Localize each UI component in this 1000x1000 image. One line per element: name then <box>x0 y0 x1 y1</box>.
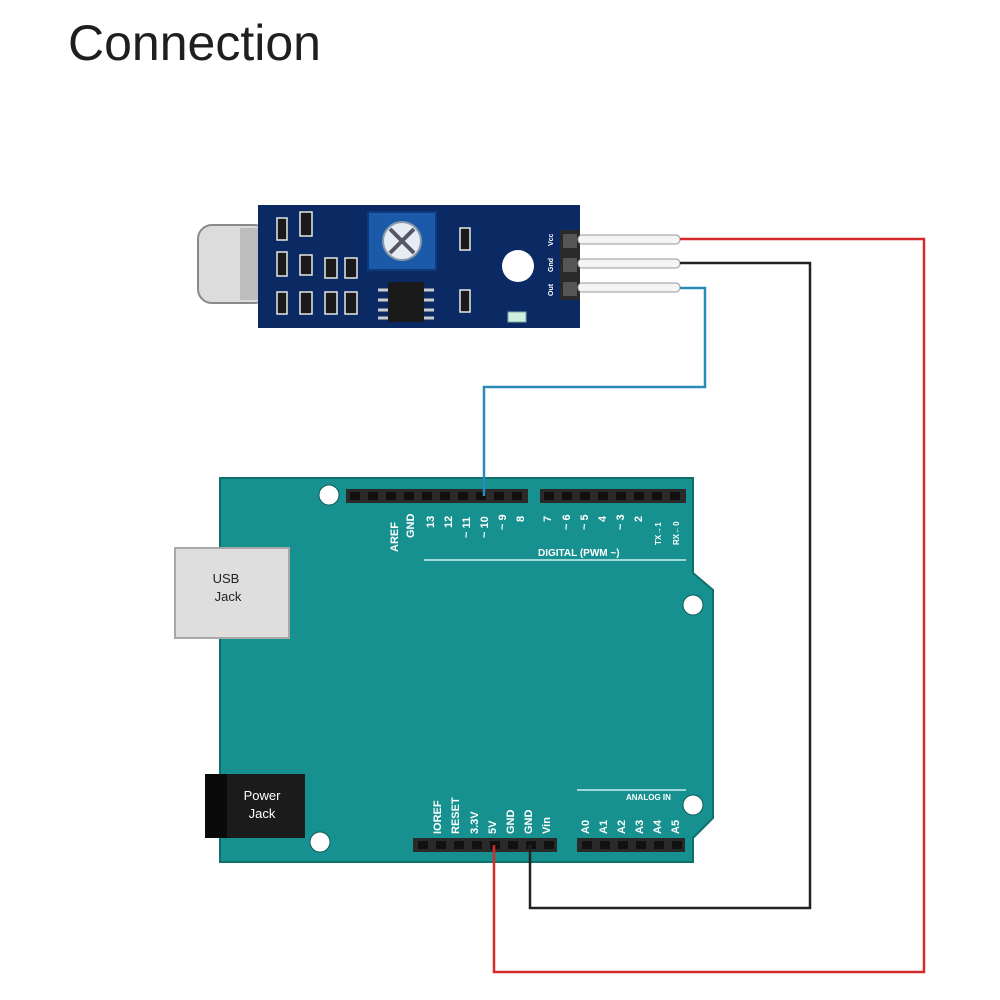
diagram-title: Connection <box>68 15 321 71</box>
pin-label-gnd-digital: GND <box>405 514 417 539</box>
pin-label-a4: A4 <box>652 819 664 834</box>
pin-label-4: 4 <box>597 515 609 522</box>
mounting-hole <box>318 484 340 506</box>
power-jack-label-2: Jack <box>249 806 276 821</box>
pin-label-a5: A5 <box>670 820 682 834</box>
sensor-pin-legs <box>577 234 681 293</box>
header-pin-hole <box>508 841 518 849</box>
header-pin-hole <box>598 492 608 500</box>
pin-label-6: ~ 6 <box>561 514 573 530</box>
pin-label-vcc: Vcc <box>548 233 555 246</box>
status-led <box>507 311 527 323</box>
header-pin-hole <box>418 841 428 849</box>
pin-label-gnd: Gnd <box>548 258 555 272</box>
header-pin-hole <box>458 492 468 500</box>
header-pin-hole <box>600 841 610 849</box>
pin-label-13: 13 <box>425 516 437 528</box>
header-pin-hole <box>636 841 646 849</box>
smd-components <box>276 211 471 315</box>
sensor-pin-header <box>560 230 580 300</box>
digital-section-label: DIGITAL (PWM ~) <box>538 548 620 559</box>
analog-pin-labels: A0 A1 A2 A3 A4 A5 <box>580 819 682 834</box>
header-pin-hole <box>440 492 450 500</box>
pin-label-a1: A1 <box>598 820 610 834</box>
header-pin-hole <box>580 492 590 500</box>
ic-chip <box>378 282 434 322</box>
pin-label-a3: A3 <box>634 820 646 834</box>
header-pin-hole <box>652 492 662 500</box>
pin-label-1: TX→1 <box>654 522 663 545</box>
pin-label-3v3: 3.3V <box>469 811 481 834</box>
mounting-hole <box>502 250 534 282</box>
header-pin-hole <box>476 492 486 500</box>
header-pin-hole <box>494 492 504 500</box>
pin-label-a0: A0 <box>580 820 592 834</box>
wire-vcc-to-5v <box>492 237 926 974</box>
digital-header-right <box>540 489 686 503</box>
header-pin-hole <box>618 841 628 849</box>
arduino-board: USB Jack Power Jack AREF <box>174 477 714 863</box>
header-pin-hole <box>422 492 432 500</box>
header-pin-hole <box>670 492 680 500</box>
header-pin-hole <box>472 841 482 849</box>
pin-label-vin: Vin <box>541 817 553 834</box>
pin-label-3: ~ 3 <box>615 514 627 530</box>
header-pin-hole <box>634 492 644 500</box>
pin-label-12: 12 <box>443 516 455 528</box>
header-pin-hole <box>582 841 592 849</box>
arduino-pcb <box>219 477 714 863</box>
usb-jack-label-2: Jack <box>215 589 242 604</box>
header-pin-hole <box>368 492 378 500</box>
analog-section-label: ANALOG IN <box>626 793 671 802</box>
pin-label-7: 7 <box>542 516 554 522</box>
sound-sensor-module: Vcc Gnd Out <box>197 205 681 328</box>
header-pin-hole <box>672 841 682 849</box>
digital-pin-labels: AREF GND 13 12 ~ 11 ~ 10 ~ 9 8 7 ~ 6 ~ 5… <box>389 514 681 553</box>
header-pin-hole <box>404 492 414 500</box>
header-pin-hole <box>544 492 554 500</box>
wire-out-to-d10 <box>482 286 707 496</box>
mounting-hole <box>682 794 704 816</box>
digital-header-left <box>346 489 528 503</box>
pin-label-0: RX←0 <box>672 521 681 545</box>
header-pin-hole <box>386 492 396 500</box>
pin-label-reset: RESET <box>450 797 462 834</box>
pin-label-11: ~ 11 <box>461 517 473 538</box>
power-jack-label: Power <box>244 788 282 803</box>
usb-jack: USB Jack <box>174 547 290 639</box>
wire-gnd-to-gnd <box>528 261 812 910</box>
header-pin-hole <box>512 492 522 500</box>
header-pin-hole <box>616 492 626 500</box>
header-pin-hole <box>544 841 554 849</box>
analog-header <box>577 838 685 852</box>
pin-label-5v: 5V <box>487 820 499 834</box>
pin-label-10: ~ 10 <box>479 516 491 538</box>
pin-label-5: ~ 5 <box>579 514 591 530</box>
pin-label-aref: AREF <box>389 522 401 552</box>
pin-label-ioref: IOREF <box>432 800 444 834</box>
header-pin-hole <box>562 492 572 500</box>
pin-label-9: ~ 9 <box>497 514 509 530</box>
power-header <box>413 838 557 852</box>
pin-label-gnd-2: GND <box>523 810 535 835</box>
header-pin-hole <box>350 492 360 500</box>
power-pin-labels: IOREF RESET 3.3V 5V GND GND Vin <box>432 797 553 834</box>
pin-label-out: Out <box>548 283 555 296</box>
header-pin-hole <box>436 841 446 849</box>
pin-label-gnd-1: GND <box>505 810 517 835</box>
usb-jack-label: USB <box>213 571 240 586</box>
header-pin-hole <box>454 841 464 849</box>
power-jack: Power Jack <box>205 774 305 838</box>
pin-label-2: 2 <box>633 516 645 522</box>
potentiometer <box>367 211 437 271</box>
mounting-hole <box>309 831 331 853</box>
pin-label-a2: A2 <box>616 820 628 834</box>
header-pin-hole <box>654 841 664 849</box>
mounting-hole <box>682 594 704 616</box>
pin-label-8: 8 <box>515 516 527 522</box>
